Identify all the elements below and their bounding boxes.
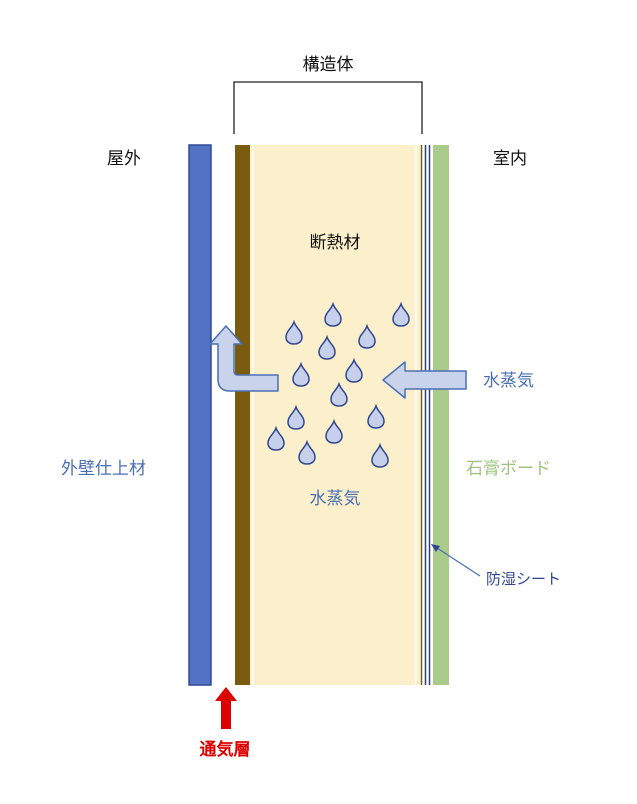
droplet-icon (287, 404, 305, 430)
droplet-group (267, 301, 410, 468)
droplet-icon (345, 357, 363, 383)
structural-board-layer (235, 145, 250, 685)
vapor-exit-arrow (209, 325, 279, 392)
air-layer-label: 通気層 (200, 739, 251, 760)
gypsum-board-label: 石膏ボード (466, 458, 551, 479)
droplet-icon (367, 403, 385, 429)
air-layer-arrow (215, 687, 237, 729)
insulation-label: 断熱材 (310, 233, 361, 253)
indoor-label: 室内 (493, 149, 527, 169)
droplet-icon (371, 442, 389, 468)
droplet-icon (318, 334, 336, 360)
gypsum-board-layer (433, 145, 449, 685)
droplet-icon (298, 439, 316, 465)
droplet-icon (330, 381, 348, 407)
outdoor-label: 屋外 (107, 149, 141, 169)
vapor-inside-label: 水蒸気 (310, 489, 361, 509)
droplet-icon (285, 319, 303, 345)
droplet-icon (324, 301, 342, 327)
structure-bracket (233, 81, 423, 134)
moisture-sheet-label: 防湿シート (486, 570, 561, 588)
droplet-icon (267, 425, 285, 451)
droplet-icon (358, 323, 376, 349)
leader-arrowhead-icon (431, 544, 440, 552)
droplet-icon (325, 418, 343, 444)
exterior-finish-label: 外壁仕上材 (61, 459, 146, 479)
vapor-entry-arrow (382, 361, 467, 399)
structure-label: 構造体 (303, 55, 354, 75)
vapor-indoor-label: 水蒸気 (483, 371, 534, 391)
droplet-icon (392, 301, 410, 327)
insulation-layer (250, 145, 420, 685)
exterior-finish-layer (188, 144, 212, 686)
droplet-icon (292, 361, 310, 387)
moisture-sheet-leader (433, 545, 481, 577)
